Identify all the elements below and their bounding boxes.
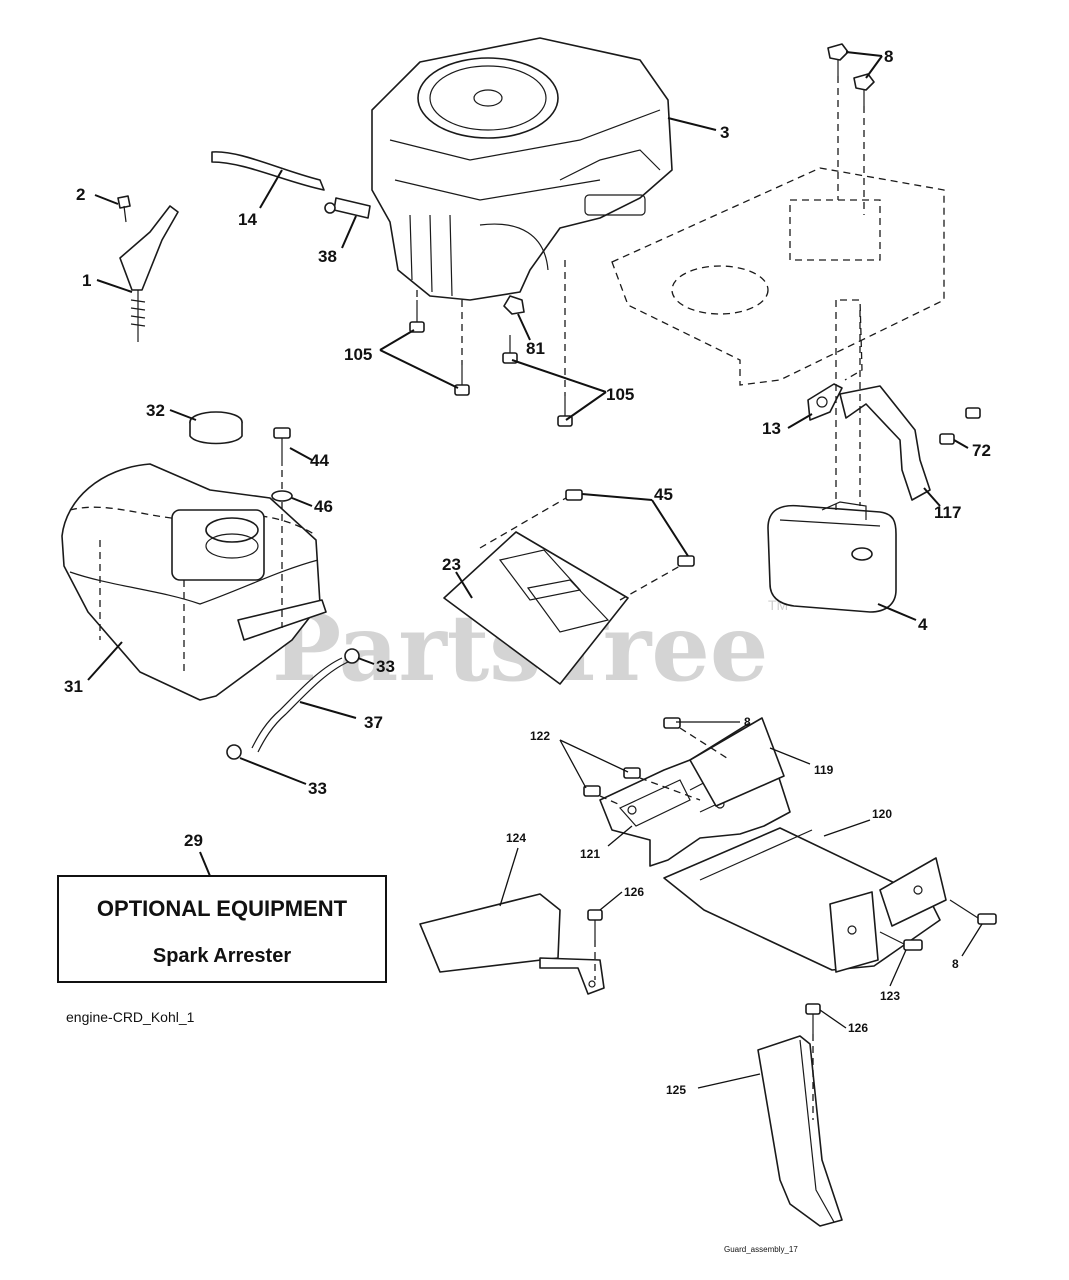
chassis-bolts-part[interactable] [827, 43, 875, 106]
callout-120[interactable]: 120 [872, 807, 892, 821]
fuel-line-lower-part[interactable] [226, 648, 360, 760]
callout-44[interactable]: 44 [310, 451, 329, 470]
deflector-screw-part[interactable] [587, 909, 603, 940]
callout-119[interactable]: 119 [814, 763, 834, 777]
gasket-part[interactable] [807, 383, 843, 421]
callout-37[interactable]: 37 [364, 713, 383, 732]
callout-2[interactable]: 2 [76, 185, 85, 204]
fitting-part[interactable] [324, 197, 371, 219]
callout-45[interactable]: 45 [654, 485, 673, 504]
callout-32[interactable]: 32 [146, 401, 165, 420]
callout-31[interactable]: 31 [64, 677, 83, 696]
callout-23[interactable]: 23 [442, 555, 461, 574]
chute-screw-part[interactable] [805, 1003, 821, 1034]
callout-4[interactable]: 4 [918, 615, 928, 634]
callout-126-top[interactable]: 126 [624, 885, 644, 899]
callout-labels: 2 1 14 38 3 8 105 105 81 13 72 117 4 32 … [64, 47, 991, 1097]
callout-105-left[interactable]: 105 [344, 345, 372, 364]
callout-38[interactable]: 38 [318, 247, 337, 266]
callout-121[interactable]: 121 [580, 847, 600, 861]
guard-screws-part[interactable] [583, 717, 681, 797]
spark-arrester-label: Spark Arrester [153, 945, 291, 967]
callout-33-top[interactable]: 33 [376, 657, 395, 676]
engine-diagram-code: engine-CRD_Kohl_1 [66, 1009, 195, 1025]
exhaust-pipe-part[interactable] [839, 385, 931, 501]
callout-117[interactable]: 117 [934, 503, 961, 522]
chute-part[interactable] [757, 1035, 843, 1227]
callout-124[interactable]: 124 [506, 831, 526, 845]
throttle-control-part[interactable] [117, 195, 179, 342]
fuel-cap-part[interactable] [189, 411, 243, 445]
callout-72[interactable]: 72 [972, 441, 991, 460]
guard-plate-part[interactable] [689, 717, 785, 807]
optional-equipment-title: OPTIONAL EQUIPMENT [97, 896, 348, 921]
callout-125[interactable]: 125 [666, 1083, 686, 1097]
heat-shield-part[interactable] [443, 531, 629, 685]
callout-81[interactable]: 81 [526, 339, 545, 358]
callout-8-guard[interactable]: 8 [744, 715, 751, 729]
callout-105-right[interactable]: 105 [606, 385, 634, 404]
callout-123[interactable]: 123 [880, 989, 900, 1003]
guard-part[interactable] [663, 827, 947, 973]
engine-bolts-part[interactable] [409, 295, 573, 427]
callout-126-bottom[interactable]: 126 [848, 1021, 868, 1035]
optional-equipment-box[interactable]: OPTIONAL EQUIPMENT Spark Arrester [57, 875, 387, 983]
chassis-plate [611, 167, 945, 386]
callout-46[interactable]: 46 [314, 497, 333, 516]
callout-8-right[interactable]: 8 [952, 957, 959, 971]
deflector-part[interactable] [419, 893, 605, 995]
guard-diagram-code: Guard_assembly_17 [724, 1245, 798, 1254]
muffler-part[interactable] [767, 501, 897, 613]
callout-8-top[interactable]: 8 [884, 47, 893, 66]
heat-shield-screws-part[interactable] [565, 489, 695, 567]
callout-3[interactable]: 3 [720, 123, 729, 142]
callout-33-bottom[interactable]: 33 [308, 779, 327, 798]
callout-13[interactable]: 13 [762, 419, 781, 438]
callout-14[interactable]: 14 [238, 210, 257, 229]
callout-122[interactable]: 122 [530, 729, 550, 743]
callout-leaders [87, 51, 983, 1089]
callout-1[interactable]: 1 [82, 271, 91, 290]
tank-screw-part[interactable] [271, 427, 293, 502]
fuel-tank-part[interactable] [61, 463, 327, 701]
exhaust-screws-part[interactable] [939, 407, 981, 445]
guard-bolts-part[interactable] [879, 899, 997, 951]
fuel-line-part[interactable] [211, 151, 325, 191]
callout-29[interactable]: 29 [184, 831, 203, 850]
engine-part[interactable] [371, 37, 673, 301]
